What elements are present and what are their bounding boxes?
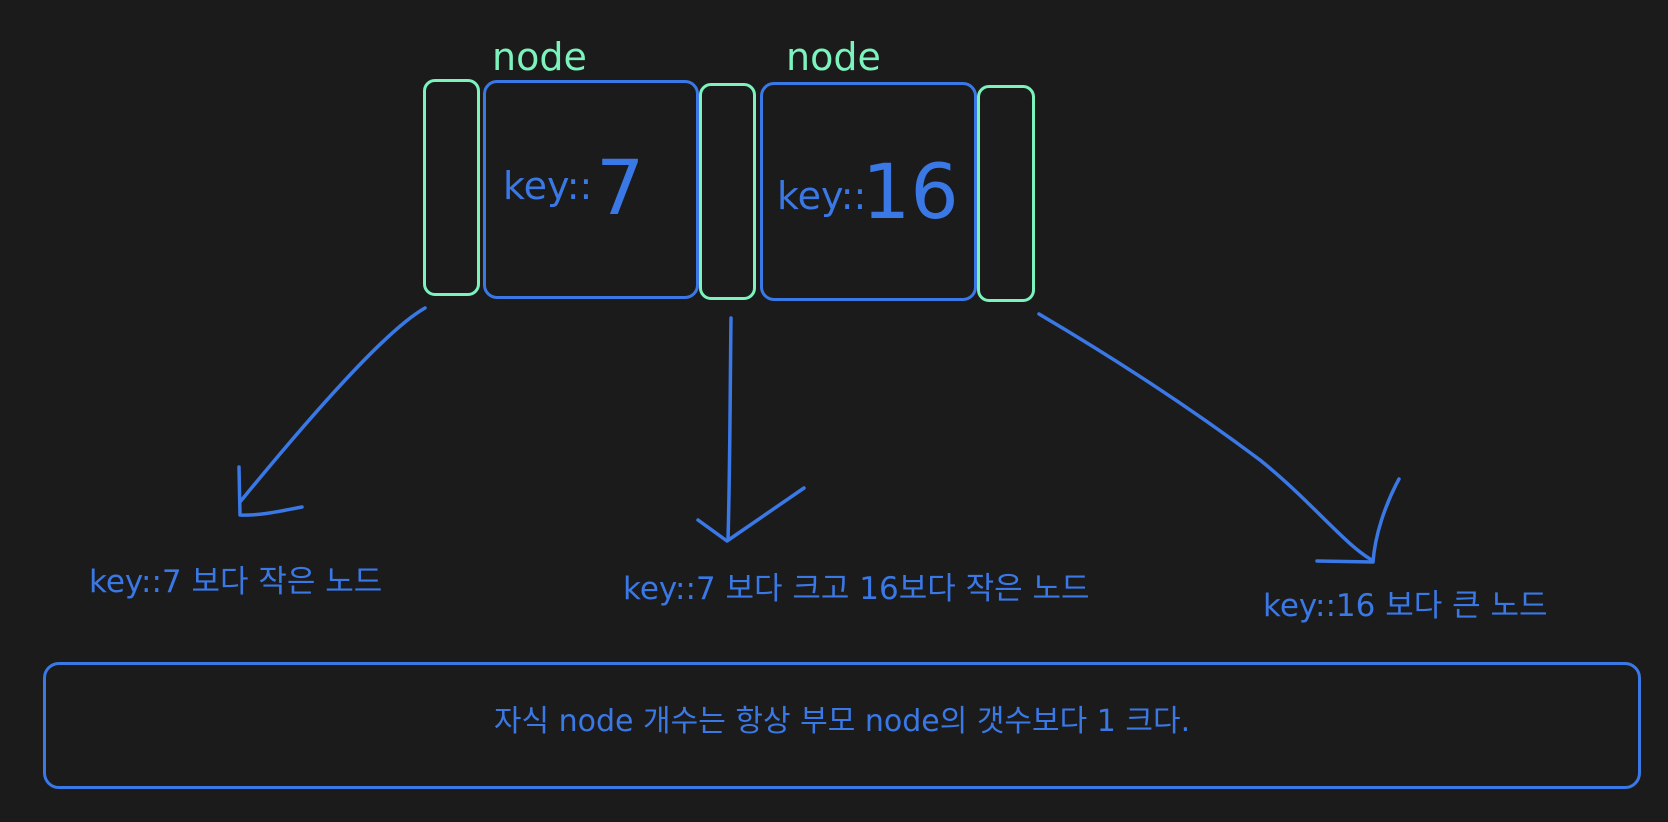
node-label-1: node xyxy=(492,35,587,79)
key-value-2: 16 xyxy=(862,147,959,236)
arrow-head-middle xyxy=(696,486,806,543)
arrow-to-left-child xyxy=(238,306,427,504)
child-label-right: key::16 보다 큰 노드 xyxy=(1263,588,1548,624)
key-box-2: key:: 16 xyxy=(760,82,977,301)
child-label-left: key::7 보다 작은 노드 xyxy=(89,564,383,600)
child-label-middle: key::7 보다 크고 16보다 작은 노드 xyxy=(623,571,1090,607)
arrow-to-right-child xyxy=(1037,312,1374,562)
summary-note-box: 자식 node 개수는 항상 부모 node의 갯수보다 1 크다. xyxy=(43,662,1641,789)
node-label-2: node xyxy=(786,35,881,79)
key-prefix-1: key:: xyxy=(503,164,593,208)
summary-note-text: 자식 node 개수는 항상 부모 node의 갯수보다 1 크다. xyxy=(493,704,1191,739)
key-box-1: key:: 7 xyxy=(483,80,699,299)
pointer-slot-middle xyxy=(699,83,756,300)
arrow-head-right xyxy=(1315,477,1401,564)
arrow-head-left xyxy=(237,465,304,517)
pointer-slot-left xyxy=(423,79,480,296)
key-value-1: 7 xyxy=(596,143,645,232)
arrow-to-middle-child xyxy=(726,316,733,542)
pointer-slot-right xyxy=(977,85,1035,302)
key-prefix-2: key:: xyxy=(777,174,867,218)
